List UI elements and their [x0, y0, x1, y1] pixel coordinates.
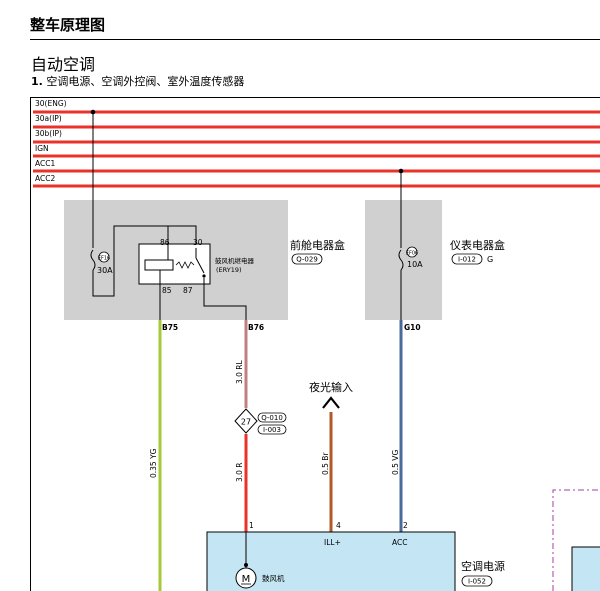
- front-box-code: Q-029: [296, 256, 318, 264]
- subtitle-text: 空调电源、空调外控阀、室外温度传感器: [42, 75, 245, 88]
- motor-node: [244, 563, 248, 567]
- motor-label: 鼓风机: [262, 573, 285, 583]
- ip-box-label: 仪表电器盒: [450, 238, 505, 252]
- relay-contact-point: [202, 274, 206, 278]
- header-divider: [30, 39, 600, 40]
- out-g10-label: G10: [404, 323, 421, 332]
- ac-module-code: I-052: [468, 578, 486, 586]
- relay-name: 鼓风机继电器: [215, 256, 255, 265]
- ip-box-suffix: G: [487, 255, 493, 264]
- pin-87-label: 87: [183, 286, 193, 295]
- pin-4-label: 4: [336, 521, 341, 530]
- splice-number: 27: [241, 418, 251, 427]
- night-input: 夜光输入: [309, 380, 353, 409]
- wire-label-r: 3.0 R: [235, 462, 244, 482]
- front-fuse-box: EF16 30A 86 30 85 87 鼓风机继电器 (ERY19) 前舱电器…: [64, 109, 345, 332]
- fuse-ef06-id: EF06: [406, 251, 418, 257]
- wire-label-br: 0.5 Br: [321, 452, 330, 475]
- relay-87-output: [203, 278, 247, 320]
- pin-86-label: 86: [160, 238, 170, 247]
- fuse-ef16-symbol: [90, 249, 96, 271]
- pin-2-label: 2: [403, 521, 408, 530]
- fuse-ef06-symbol: [398, 249, 404, 271]
- fuse-ef16-id: EF16: [98, 256, 110, 262]
- splice-code2: I-003: [263, 426, 281, 434]
- motor-icon: [235, 567, 257, 589]
- bus-label-acc2: ACC2: [35, 174, 55, 183]
- splice-code1-pill: [257, 412, 287, 423]
- ip-box-shade: [365, 200, 442, 320]
- fuse-ef16-rating: 30A: [97, 266, 113, 275]
- ip-fuse-box: EF06 10A 仪表电器盒 I-012 G G10: [365, 168, 505, 332]
- night-input-label: 夜光输入: [309, 380, 353, 394]
- junction-dot: [90, 109, 96, 115]
- splice-27: 27 Q-010 I-003: [234, 408, 287, 435]
- wire-label-vg: 0.5 VG: [391, 450, 400, 475]
- wire-label-yg: 0.35 YG: [149, 448, 158, 478]
- fuse-ef16-badge: [98, 251, 110, 263]
- splice-code2-pill: [257, 424, 287, 435]
- section-title: 自动空调: [31, 55, 96, 74]
- relay-code: (ERY19): [216, 266, 242, 274]
- ip-box-code: I-012: [458, 256, 476, 264]
- bus-label-30eng: 30(ENG): [35, 99, 67, 108]
- pin-1-label: 1: [249, 521, 254, 530]
- ac-module-code-pill: [461, 575, 493, 587]
- bus-label-acc1: ACC1: [35, 159, 55, 168]
- relay-feed-wire: [92, 225, 197, 297]
- pin-85-label: 85: [162, 286, 172, 295]
- out-b75-label: B75: [162, 323, 178, 332]
- splice-code1: Q-010: [261, 414, 283, 422]
- pin-4-name: ILL+: [324, 538, 341, 547]
- junction-dot: [398, 168, 404, 174]
- section-subtitle: 1. 空调电源、空调外控阀、室外温度传感器: [31, 73, 244, 89]
- relay-contact-arm: [195, 257, 205, 274]
- ac-power-module: 1 4 2 ILL+ ACC M 鼓风机 空调电源 I-052: [206, 521, 505, 591]
- subtitle-number: 1.: [31, 75, 43, 88]
- partial-module: [571, 546, 600, 591]
- dashed-region: [552, 489, 600, 591]
- ip-box-code-pill: [451, 253, 483, 265]
- fuse-ef06-badge: [406, 246, 418, 258]
- bus-lines: 30(ENG) 30a(IP) 30b(IP) IGN ACC1 ACC2: [33, 99, 600, 188]
- harness-wires: 0.35 YG 3.0 RL 3.0 R 0.5 Br 0.5 VG: [149, 320, 403, 591]
- motor-symbol: M: [242, 574, 251, 585]
- arrow-up-icon: [322, 396, 340, 409]
- relay-coil: [144, 259, 174, 271]
- bus-label-ign: IGN: [35, 144, 49, 153]
- bus-label-30a: 30a(IP): [35, 114, 62, 123]
- ac-module-label: 空调电源: [461, 559, 505, 573]
- page-header: 整车原理图: [30, 16, 106, 34]
- out-b76-label: B76: [248, 323, 264, 332]
- wire-label-rl: 3.0 RL: [235, 359, 244, 384]
- splice-diamond: [234, 408, 258, 434]
- pin-2-name: ACC: [392, 538, 407, 547]
- front-box-label: 前舱电器盒: [290, 238, 345, 252]
- bus-label-30b: 30b(IP): [35, 129, 62, 138]
- fuse-ef06-rating: 10A: [407, 260, 423, 269]
- diagram-frame: [30, 97, 600, 591]
- relay-resistor: [175, 261, 195, 269]
- pin-30-label: 30: [193, 238, 203, 247]
- front-box-code-pill: [291, 253, 323, 265]
